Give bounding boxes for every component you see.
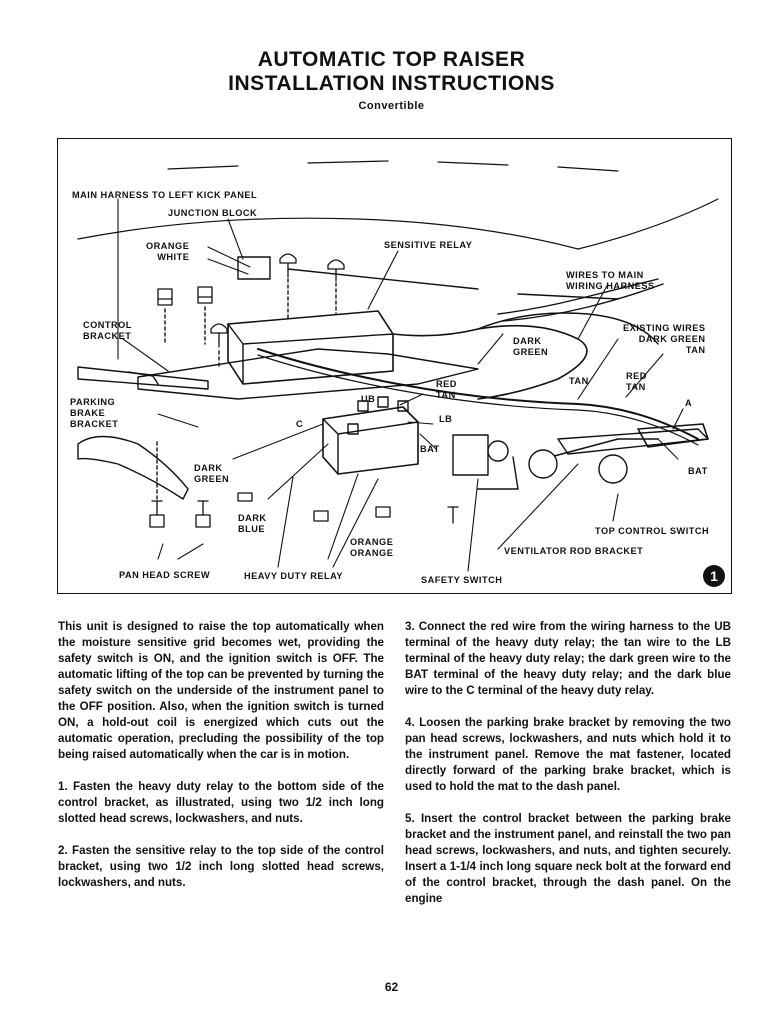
step-4-paragraph: 4. Loosen the parking brake bracket by r… [405,716,731,793]
label-junction-block: JUNCTION BLOCK [168,208,258,218]
label-red-tan-ub: RED TAN [436,379,457,400]
label-heavy-duty-relay: HEAVY DUTY RELAY [244,571,344,581]
figure-number-badge: 1 [703,565,725,587]
label-red-tan-right: RED TAN [626,371,647,392]
installation-diagram: MAIN HARNESS TO LEFT KICK PANEL JUNCTION… [57,138,732,594]
page-title-line-2: INSTALLATION INSTRUCTIONS [228,72,555,95]
text-column-right: 3. Connect the red wire from the wiring … [405,619,731,923]
step-3-paragraph: 3. Connect the red wire from the wiring … [405,620,731,697]
diagram-drawing [77,160,719,572]
label-bat: BAT [420,444,440,454]
label-main-harness: MAIN HARNESS TO LEFT KICK PANEL [72,190,258,200]
label-ub: UB [361,394,376,404]
step-1-paragraph: 1. Fasten the heavy duty relay to the bo… [58,780,384,825]
label-a: A [685,398,693,408]
page-number: 62 [384,980,399,994]
label-orange-orange: ORANGE ORANGE [350,537,394,558]
label-top-control-switch: TOP CONTROL SWITCH [595,526,710,536]
text-column-left: This unit is designed to raise the top a… [58,619,384,907]
step-5-paragraph: 5. Insert the control bracket between th… [405,812,731,905]
label-pan-head-screw: PAN HEAD SCREW [119,570,211,580]
label-ventilator-rod: VENTILATOR ROD BRACKET [504,546,644,556]
label-wires-to-main: WIRES TO MAIN WIRING HARNESS [566,270,655,291]
page-subtitle: Convertible [358,100,425,112]
label-bat-right: BAT [688,466,708,476]
label-dark-green-top: DARK GREEN [513,336,549,357]
label-lb: LB [439,414,453,424]
label-dark-blue: DARK BLUE [238,513,267,534]
label-parking-brake: PARKING BRAKE BRACKET [70,397,119,429]
label-existing-wires: EXISTING WIRES DARK GREEN TAN [623,323,706,355]
step-2-paragraph: 2. Fasten the sensitive relay to the top… [58,844,384,889]
label-safety-switch: SAFETY SWITCH [421,575,503,585]
label-dark-green-bottom: DARK GREEN [194,463,230,484]
label-tan: TAN [569,376,589,386]
page-title: AUTOMATIC TOP RAISER [257,48,526,71]
intro-paragraph: This unit is designed to raise the top a… [58,620,384,761]
label-control-bracket: CONTROL BRACKET [83,320,132,341]
label-sensitive-relay: SENSITIVE RELAY [384,240,473,250]
label-orange-white: ORANGE WHITE [146,241,190,262]
label-c: C [296,419,304,429]
